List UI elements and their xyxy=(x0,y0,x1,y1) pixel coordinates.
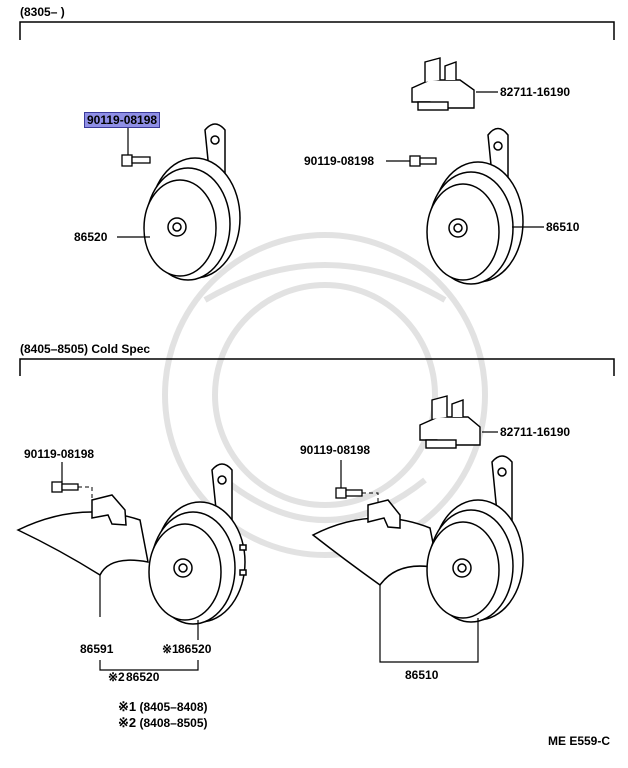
part-number-bolt-bottom-left[interactable]: 90119-08198 xyxy=(24,447,95,461)
section-range-top: (8305– ) xyxy=(20,5,65,19)
section-bracket-bottom xyxy=(19,358,615,376)
bracket-82711-bottom xyxy=(419,395,481,449)
part-number-bolt-top-right[interactable]: 90119-08198 xyxy=(304,154,375,168)
horn-86510-bottom xyxy=(426,455,524,623)
note-2: ※2 (8408–8505) xyxy=(118,715,208,731)
bolt-bottom-left xyxy=(51,481,79,493)
part-number-bolt-highlighted[interactable]: 90119-08198 xyxy=(84,112,161,128)
bracket-82711-top xyxy=(411,57,475,111)
note-1: ※1 (8405–8408) xyxy=(118,699,208,715)
cover-86510 xyxy=(311,499,439,587)
horn-86510-top xyxy=(426,127,524,285)
bolt-bottom-right xyxy=(335,487,363,499)
watermark-emblem xyxy=(162,232,488,558)
note-2-range: (8408–8505) xyxy=(139,716,208,730)
diagram-code: ME E559-C xyxy=(548,734,611,748)
bolt-top-right xyxy=(409,155,437,167)
bolt-top-left xyxy=(121,154,151,167)
dashed-guide-bl xyxy=(78,486,93,510)
group-bracket-86510 xyxy=(379,585,479,663)
section-bracket-top xyxy=(19,21,615,40)
note-1-mark: ※1 xyxy=(118,699,137,714)
group-bracket-86520 xyxy=(99,660,199,671)
part-number-cover-86591[interactable]: 86591 xyxy=(80,642,114,656)
mark2-prefix: ※2 xyxy=(108,670,125,684)
part-number-bolt-bottom-right[interactable]: 90119-08198 xyxy=(300,443,371,457)
part-number-horn-86510-top[interactable]: 86510 xyxy=(546,220,580,234)
part-number-horn-86510-bottom[interactable]: 86510 xyxy=(405,668,439,682)
note-1-range: (8405–8408) xyxy=(139,700,208,714)
part-number-bracket-top[interactable]: 82711-16190 xyxy=(500,85,571,99)
horn-86520-top xyxy=(143,123,241,281)
note-2-mark: ※2 xyxy=(118,715,137,730)
mark1-prefix: ※1 xyxy=(162,642,179,656)
section-range-bottom: (8405–8505) Cold Spec xyxy=(20,342,151,356)
horn-86520-bottom xyxy=(148,463,247,625)
part-number-horn-86520[interactable]: 86520 xyxy=(74,230,108,244)
part-number-horn-86520-mark1[interactable]: 86520 xyxy=(178,642,212,656)
cover-86591 xyxy=(16,494,149,577)
part-number-bracket-bottom[interactable]: 82711-16190 xyxy=(500,425,571,439)
part-number-horn-86520-mark2[interactable]: 86520 xyxy=(126,670,160,684)
